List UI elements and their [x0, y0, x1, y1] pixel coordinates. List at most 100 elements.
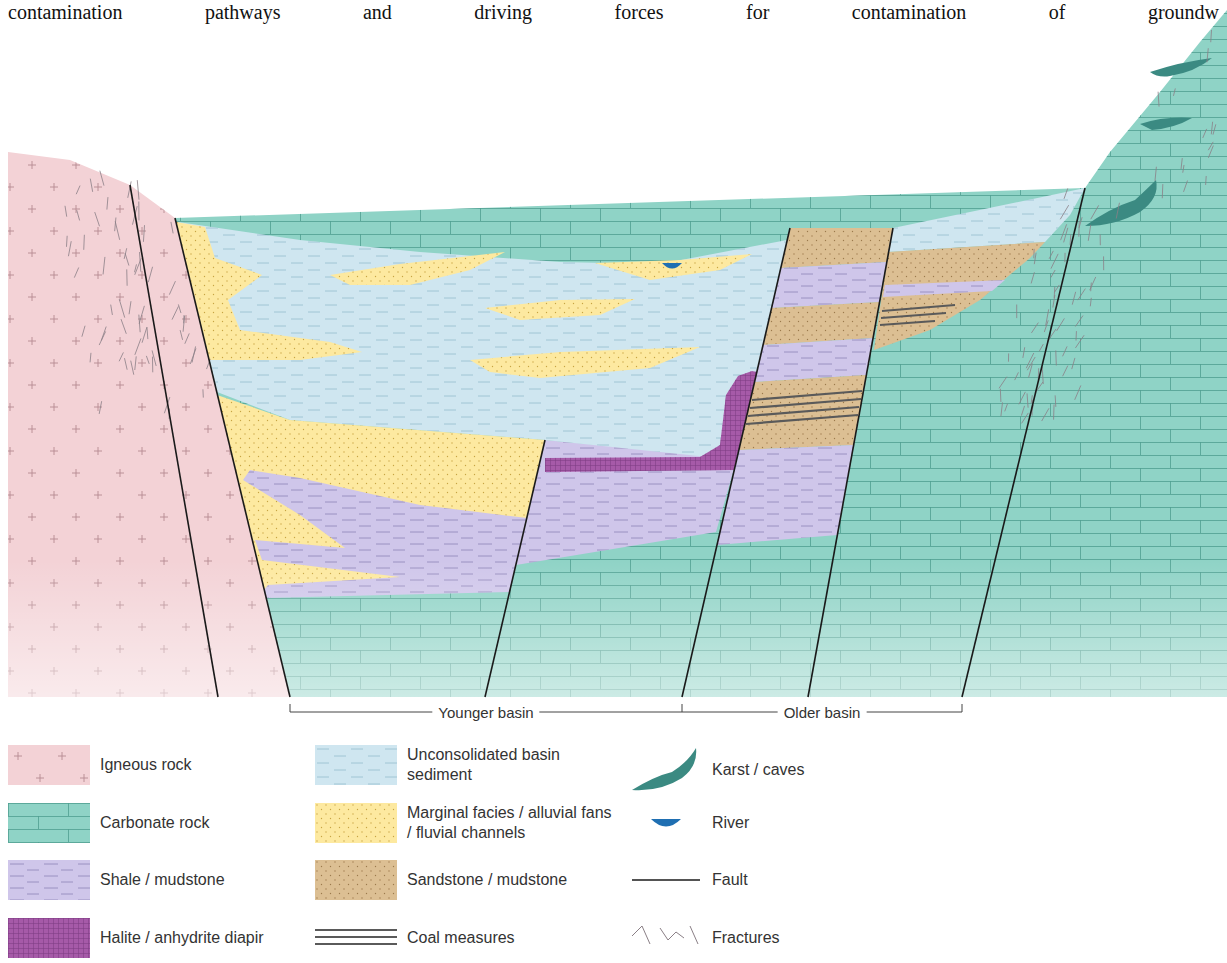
fracture	[124, 358, 127, 370]
fracture	[1210, 30, 1212, 42]
fluvial-channel	[470, 347, 700, 378]
karst-sample	[632, 748, 696, 790]
karst-cave	[1085, 58, 1212, 226]
swatch-texture	[8, 860, 90, 900]
fracture	[126, 269, 127, 285]
art-part	[808, 228, 893, 697]
art-part	[1085, 180, 1157, 226]
fracture	[139, 306, 144, 324]
fracture	[1060, 205, 1068, 219]
texture	[763, 302, 880, 345]
fracture	[1000, 389, 1002, 402]
coal-measures	[880, 305, 955, 325]
fracture	[99, 401, 101, 414]
legend-label: Karst / caves	[712, 760, 917, 780]
texture	[330, 252, 505, 285]
fracture	[1205, 176, 1207, 185]
fracture	[1103, 256, 1104, 270]
art-part	[750, 399, 861, 408]
shale-layer	[755, 338, 874, 382]
art-part	[746, 415, 858, 424]
fracture	[68, 241, 71, 256]
fracture	[1042, 367, 1043, 384]
halite-diapir	[545, 371, 757, 472]
fracture	[131, 361, 134, 375]
art-part	[315, 936, 397, 938]
river	[662, 263, 682, 269]
art-part	[175, 218, 290, 697]
legend-label: River	[712, 813, 917, 833]
fracture	[135, 264, 137, 272]
swatch-texture	[8, 745, 90, 785]
fracture	[1034, 253, 1036, 264]
basin-label: Younger basin	[432, 704, 539, 721]
art-part	[881, 313, 946, 318]
fracture	[1021, 406, 1024, 416]
fluvial-channel	[330, 252, 505, 285]
fracture	[1158, 92, 1160, 107]
swatch-texture	[8, 918, 90, 958]
legend-swatch	[315, 860, 397, 900]
legend-swatch	[8, 860, 90, 900]
fracture	[1078, 221, 1079, 237]
legend-swatch	[8, 918, 90, 958]
art-part	[682, 228, 790, 697]
fracture	[135, 356, 136, 370]
fracture	[183, 316, 185, 332]
fracture	[178, 304, 181, 313]
art-part	[752, 391, 862, 400]
fracture	[1075, 385, 1081, 399]
fracture	[1049, 251, 1053, 259]
fault-sample	[632, 879, 700, 881]
fracture	[172, 306, 178, 319]
swatch-texture	[8, 918, 90, 958]
fracture	[1027, 357, 1035, 370]
fracture	[1033, 249, 1034, 258]
fracture	[1090, 283, 1092, 292]
fluvial-channel	[485, 299, 635, 320]
fracture	[74, 268, 78, 278]
fracture	[103, 257, 105, 275]
art-part	[485, 440, 545, 697]
fracture	[1213, 124, 1216, 134]
fracture	[95, 212, 100, 226]
swatch-texture	[8, 745, 90, 785]
fracture	[1208, 146, 1213, 158]
fracture	[146, 327, 148, 339]
fracture	[1075, 316, 1083, 327]
fracture	[146, 356, 149, 364]
fracture	[100, 171, 104, 186]
fracture	[1181, 158, 1182, 169]
swatch-texture	[315, 803, 397, 843]
fracture	[90, 353, 92, 363]
texture	[739, 375, 867, 450]
fracture	[115, 221, 119, 239]
fracture	[138, 202, 139, 221]
fracture	[1055, 395, 1057, 407]
texture	[781, 228, 893, 268]
fracture	[77, 210, 80, 220]
fracture	[90, 179, 92, 192]
fracture	[83, 235, 85, 250]
fracture	[1044, 320, 1048, 332]
legend-label: Sandstone / mudstone	[407, 870, 612, 890]
fracture	[1207, 48, 1208, 62]
fracture	[111, 305, 113, 315]
fracture	[129, 301, 131, 314]
fracture	[1100, 234, 1101, 245]
legend-label: Carbonate rock	[100, 813, 305, 833]
fracture	[1078, 289, 1086, 301]
fracture	[1015, 372, 1019, 380]
art-part	[962, 188, 1085, 697]
fracture	[1064, 188, 1068, 198]
legend-label: Shale / mudstone	[100, 870, 305, 890]
texture	[595, 254, 752, 280]
texture	[485, 299, 635, 320]
fracture	[137, 180, 139, 200]
coal-measures	[746, 391, 862, 424]
legend-label: Halite / anhydrite diapir	[100, 928, 305, 948]
page-heading-fragment: contamination pathways and driving force…	[8, 0, 1219, 24]
fracture	[1027, 393, 1028, 407]
